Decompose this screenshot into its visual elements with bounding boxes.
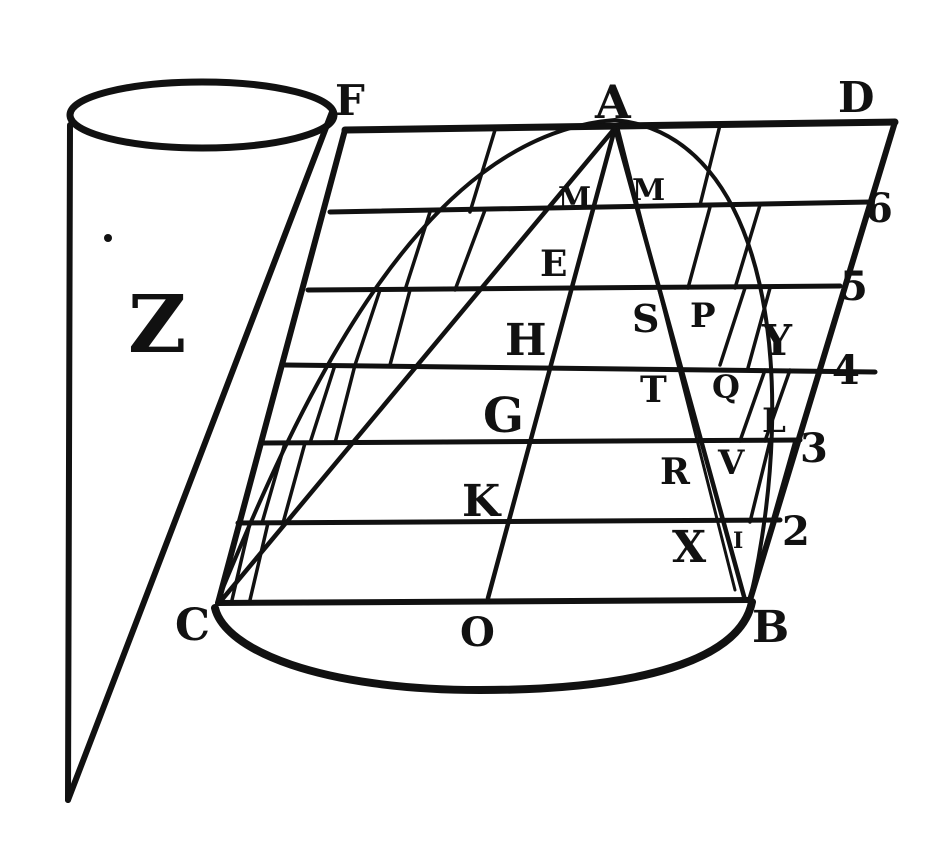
- label-d: D: [838, 73, 874, 122]
- label-3: 3: [800, 425, 828, 472]
- sheet-top-edge: [341, 118, 899, 134]
- sheet: [211, 118, 899, 694]
- label-z: Z: [128, 277, 186, 371]
- label-b: B: [752, 602, 789, 653]
- label-o: O: [460, 609, 495, 656]
- ruling-6: [327, 199, 873, 215]
- cone-left-edge: [65, 122, 73, 803]
- line-a-b-inner: [616, 126, 737, 592]
- label-p: P: [690, 296, 716, 336]
- label-f: F: [335, 76, 365, 125]
- cone-right-edge: [65, 109, 335, 803]
- label-t: T: [640, 369, 667, 411]
- label-r: R: [660, 451, 691, 493]
- label-y: Y: [761, 316, 793, 365]
- label-5: 5: [840, 263, 868, 310]
- label-6: 6: [865, 185, 893, 232]
- label-s: S: [632, 296, 659, 341]
- label-m2: M: [632, 173, 665, 208]
- label-q: Q: [712, 368, 740, 406]
- ruling-4: [282, 362, 878, 375]
- label-g: G: [483, 388, 524, 444]
- labels: F A D Z M M E H G K S P Y T Q L R V X I …: [128, 73, 893, 656]
- label-4: 4: [832, 347, 860, 394]
- label-i: I: [733, 528, 743, 554]
- parabola-cab: [216, 118, 775, 602]
- label-x: X: [672, 522, 707, 573]
- line-ac: [217, 125, 618, 605]
- label-e: E: [540, 243, 567, 285]
- cone-dot: [104, 234, 112, 242]
- label-k: K: [462, 476, 502, 527]
- label-c: C: [175, 600, 210, 651]
- cone-z: [65, 78, 338, 803]
- line-ao: [485, 125, 618, 601]
- label-v: V: [717, 443, 745, 483]
- base-arc-cb: [211, 598, 756, 694]
- label-m1: M: [558, 181, 591, 216]
- label-l: L: [762, 401, 786, 441]
- label-a: A: [594, 75, 632, 129]
- label-2: 2: [782, 508, 810, 555]
- cone-top-ellipse: [66, 78, 338, 152]
- label-h: H: [505, 315, 547, 366]
- sheet-bottom-edge: [215, 597, 753, 606]
